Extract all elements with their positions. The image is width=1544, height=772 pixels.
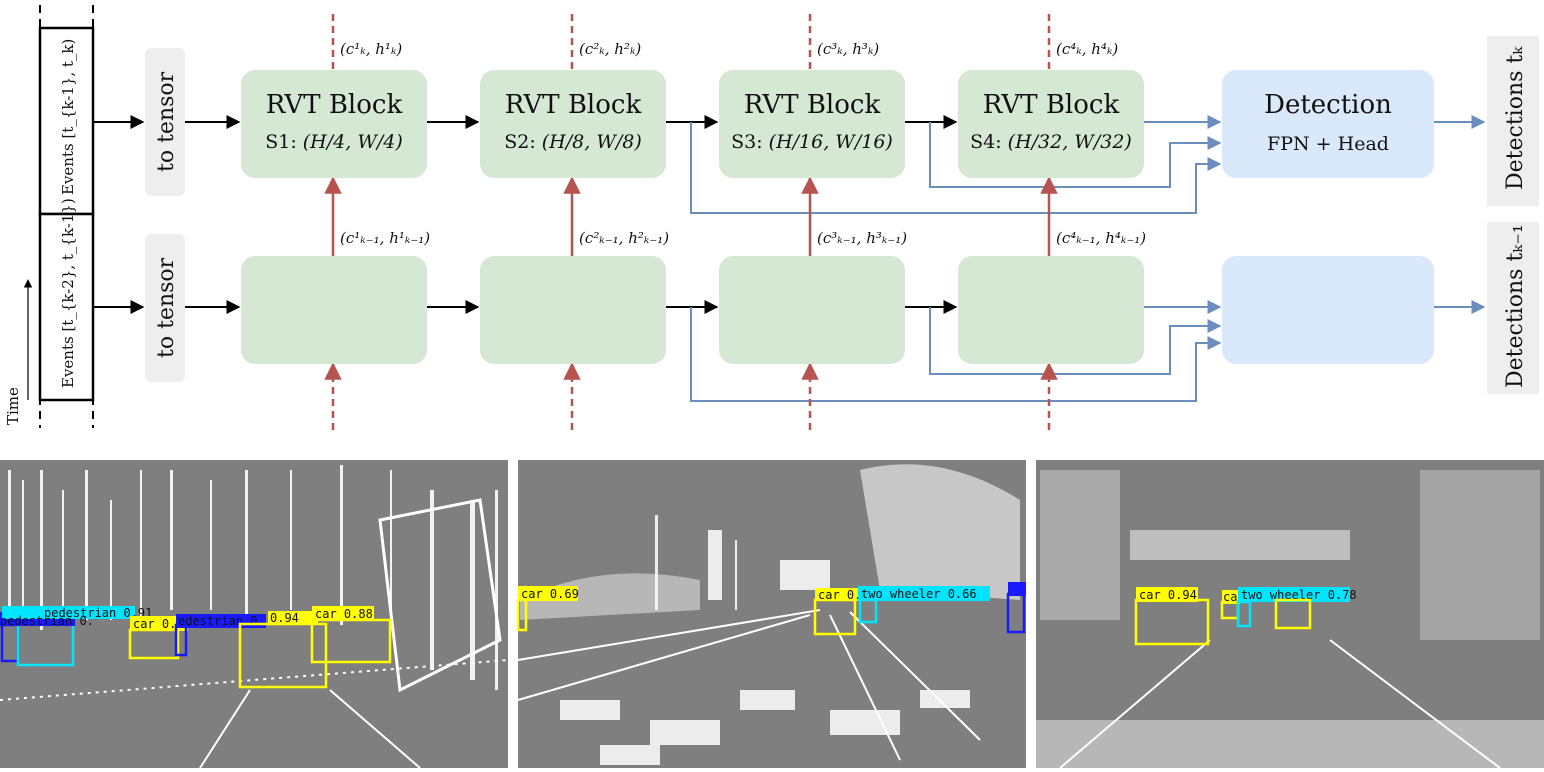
- det-label-car-09: car 0.9: [818, 588, 869, 602]
- svg-text:FPN + Head: FPN + Head: [1267, 133, 1389, 155]
- svg-text:(c⁴ₖ₋₁, h⁴ₖ₋₁): (c⁴ₖ₋₁, h⁴ₖ₋₁): [1056, 229, 1146, 247]
- detections-output-top: Detections tₖ: [1487, 36, 1539, 206]
- rvt-block-s1: RVT Block S1:(H/4, W/4): [241, 70, 427, 178]
- events-label-bottom: Events [t_{k-2}, t_{k-1}): [59, 198, 77, 388]
- event-frame-panel-3: car 0.94 ca two wheeler 0.78: [1036, 460, 1544, 769]
- events-box-top: [38, 26, 95, 216]
- svg-text:(c⁴ₖ, h⁴ₖ): (c⁴ₖ, h⁴ₖ): [1056, 40, 1118, 58]
- event-frame-panel-1: pedestrian 0. pedestrian 0.91 car 0.81 e…: [0, 460, 509, 769]
- rvt-block-s4: RVT Block S4:(H/32, W/32): [958, 70, 1144, 178]
- events-column: Events [t_{k-1}, t_k) Events [t_{k-2}, t…: [38, 5, 95, 428]
- rvt-block-prev-s2: [480, 256, 666, 364]
- svg-text:to tensor: to tensor: [154, 257, 179, 358]
- det-label-pedestrian-a: pedestrian 0.: [0, 614, 94, 628]
- svg-text:(c¹ₖ₋₁, h¹ₖ₋₁): (c¹ₖ₋₁, h¹ₖ₋₁): [340, 229, 430, 247]
- det-label-car-094: car 0.94: [1139, 588, 1197, 602]
- detection-head-bottom: [1222, 256, 1434, 364]
- rvt-block-s3: RVT Block S3:(H/16, W/16): [719, 70, 905, 178]
- det-label-pedestrian-b: pedestrian 0.91: [44, 606, 152, 620]
- to-tensor-bottom: to tensor: [145, 234, 185, 382]
- events-box-bottom: [38, 212, 95, 402]
- state-arrows: [324, 14, 1058, 430]
- rvt-block-prev-row: [241, 256, 1144, 364]
- det-label-two-wheeler-078: two wheeler 0.78: [1241, 588, 1357, 602]
- det-label-ca: ca: [1223, 590, 1237, 604]
- svg-text:RVT Block: RVT Block: [505, 90, 642, 120]
- time-axis: Time: [4, 279, 33, 425]
- state-labels: (c¹ₖ, h¹ₖ) (c²ₖ, h²ₖ) (c³ₖ, h³ₖ) (c⁴ₖ, h…: [340, 40, 1146, 247]
- rvt-block-prev-s1: [241, 256, 427, 364]
- det-label-car-069: car 0.69: [521, 587, 579, 601]
- fpn-arrows: [690, 115, 1486, 402]
- detection-head-top: Detection FPN + Head: [1222, 70, 1434, 178]
- svg-text:S1:(H/4, W/4): S1:(H/4, W/4): [265, 131, 403, 153]
- det-label-pedestrian-c: edestrian 0.: [178, 614, 265, 628]
- svg-text:RVT Block: RVT Block: [266, 90, 403, 120]
- detections-output-bottom: Detections tₖ₋₁: [1487, 222, 1539, 394]
- rvt-block-prev-s4: [958, 256, 1144, 364]
- svg-text:(c¹ₖ, h¹ₖ): (c¹ₖ, h¹ₖ): [340, 40, 402, 58]
- time-label: Time: [4, 387, 22, 425]
- event-frame-panel-2: car 0.69 car 0.9 two wheeler 0.66: [516, 460, 1026, 768]
- events-label-top: Events [t_{k-1}, t_k): [59, 39, 77, 195]
- svg-text:RVT Block: RVT Block: [983, 90, 1120, 120]
- svg-text:(c³ₖ₋₁, h³ₖ₋₁): (c³ₖ₋₁, h³ₖ₋₁): [817, 229, 907, 247]
- det-label-car-088: car 0.88: [315, 607, 373, 621]
- svg-text:RVT Block: RVT Block: [744, 90, 881, 120]
- svg-text:(c²ₖ, h²ₖ): (c²ₖ, h²ₖ): [579, 40, 641, 58]
- svg-text:(c²ₖ₋₁, h²ₖ₋₁): (c²ₖ₋₁, h²ₖ₋₁): [579, 229, 669, 247]
- svg-text:Detection: Detection: [1264, 90, 1392, 120]
- det-label-094: 0.94: [270, 611, 299, 625]
- svg-text:Detections tₖ: Detections tₖ: [1503, 46, 1528, 190]
- svg-text:to tensor: to tensor: [154, 71, 179, 172]
- svg-text:S2:(H/8, W/8): S2:(H/8, W/8): [504, 131, 642, 153]
- to-tensor-top: to tensor: [145, 48, 185, 196]
- svg-text:(c³ₖ, h³ₖ): (c³ₖ, h³ₖ): [817, 40, 879, 58]
- svg-text:S3:(H/16, W/16): S3:(H/16, W/16): [731, 131, 893, 153]
- svg-text:Detections tₖ₋₁: Detections tₖ₋₁: [1503, 224, 1528, 388]
- rvt-block-prev-s3: [719, 256, 905, 364]
- det-label-two-wheeler-066: two wheeler 0.66: [861, 587, 977, 601]
- rvt-block-s2: RVT Block S2:(H/8, W/8): [480, 70, 666, 178]
- svg-text:S4:(H/32, W/32): S4:(H/32, W/32): [970, 131, 1132, 153]
